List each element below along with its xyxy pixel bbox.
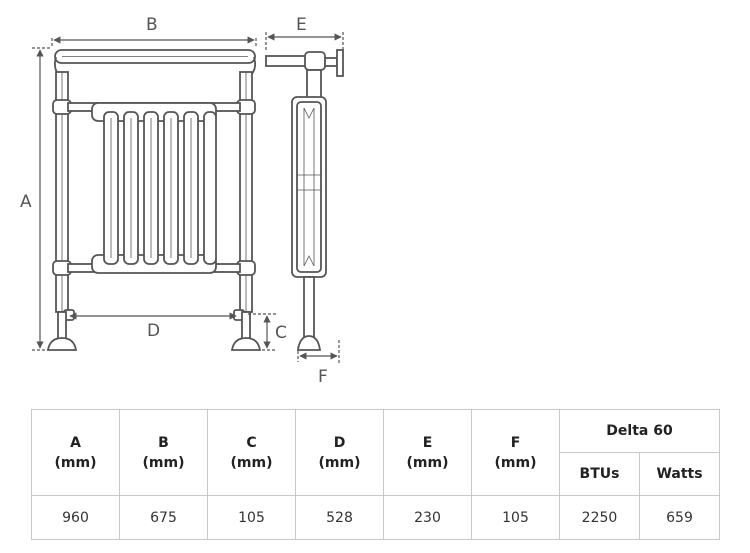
dim-label-d: D — [147, 321, 160, 341]
col-header-unit: (mm) — [406, 454, 449, 471]
col-header-d: D (mm) — [295, 409, 384, 496]
sub-header-watts: Watts — [639, 452, 720, 496]
col-header-a: A (mm) — [31, 409, 120, 496]
value-watts: 659 — [639, 495, 720, 540]
dim-label-a: A — [20, 192, 32, 212]
front-dimensions — [32, 36, 276, 351]
col-header-e: E (mm) — [383, 409, 472, 496]
col-header-unit: (mm) — [54, 454, 97, 471]
group-header-delta: Delta 60 — [559, 409, 720, 453]
value-b: 675 — [119, 495, 208, 540]
radiator-dimension-drawing: B A D C E F — [20, 15, 344, 387]
value-f: 105 — [471, 495, 560, 540]
value-a: 960 — [31, 495, 120, 540]
dim-label-f: F — [318, 367, 328, 387]
value-d: 528 — [295, 495, 384, 540]
col-header-letter: C — [246, 434, 257, 451]
col-header-unit: (mm) — [494, 454, 537, 471]
specification-table: A (mm) B (mm) C (mm) D (mm) E (mm) F (mm… — [31, 409, 720, 540]
col-header-f: F (mm) — [471, 409, 560, 496]
col-header-unit: (mm) — [230, 454, 273, 471]
col-header-letter: F — [510, 434, 521, 451]
dim-label-b: B — [146, 15, 158, 35]
col-header-letter: B — [158, 434, 169, 451]
value-c: 105 — [207, 495, 296, 540]
col-header-c: C (mm) — [207, 409, 296, 496]
side-view — [265, 49, 344, 351]
value-btus: 2250 — [559, 495, 640, 540]
side-dimensions — [265, 32, 344, 364]
col-header-unit: (mm) — [142, 454, 185, 471]
col-header-letter: E — [422, 434, 433, 451]
value-e: 230 — [383, 495, 472, 540]
col-header-b: B (mm) — [119, 409, 208, 496]
col-header-letter: D — [333, 434, 346, 451]
sub-header-btus: BTUs — [559, 452, 640, 496]
dim-label-e: E — [296, 15, 307, 35]
col-header-unit: (mm) — [318, 454, 361, 471]
col-header-letter: A — [70, 434, 81, 451]
dim-label-c: C — [275, 323, 287, 343]
front-view — [46, 49, 262, 351]
